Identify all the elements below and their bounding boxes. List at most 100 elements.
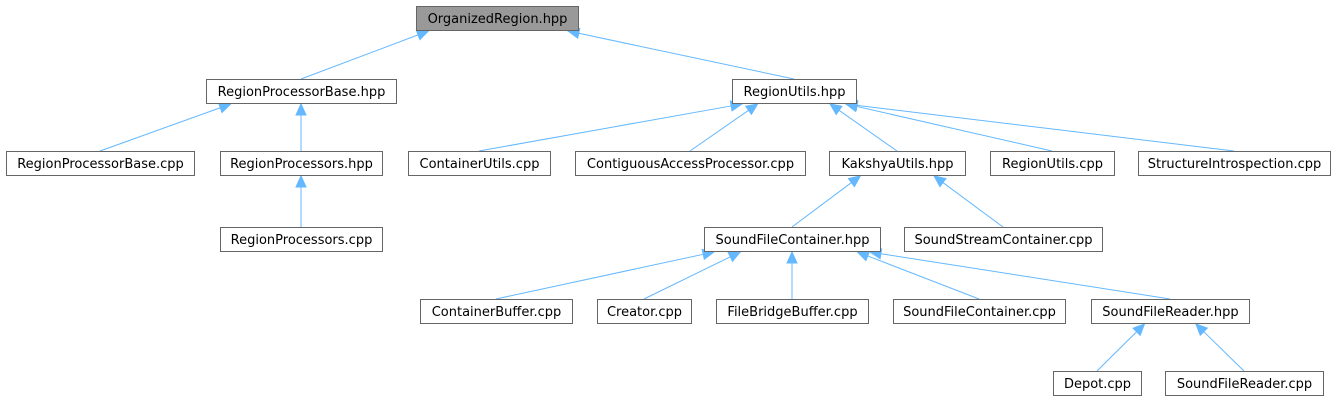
node-contiguousaccessprocessor-cpp[interactable]: ContiguousAccessProcessor.cpp	[575, 151, 806, 176]
node-label: RegionProcessors.hpp	[230, 157, 373, 172]
node-label: Creator.cpp	[607, 305, 682, 320]
node-box	[1165, 371, 1324, 396]
node-label: Depot.cpp	[1064, 377, 1131, 392]
node-box	[416, 6, 579, 31]
edge-arrowhead	[295, 102, 307, 116]
node-box	[716, 299, 869, 324]
include-edge	[643, 251, 742, 300]
node-soundfilecontainer-hpp[interactable]: SoundFileContainer.hpp	[704, 227, 881, 252]
node-soundfilecontainer-cpp[interactable]: SoundFileContainer.cpp	[893, 299, 1066, 324]
node-label: OrganizedRegion.hpp	[428, 12, 568, 27]
node-depot-cpp[interactable]: Depot.cpp	[1053, 371, 1142, 396]
include-edge	[829, 103, 898, 152]
node-kakshyautils-hpp[interactable]: KakshyaUtils.hpp	[829, 151, 966, 176]
include-edge	[786, 250, 798, 299]
include-edge	[933, 175, 1004, 228]
node-label: RegionUtils.cpp	[1002, 157, 1103, 172]
include-edge	[495, 248, 716, 300]
edge-line	[838, 109, 898, 152]
edge-line	[643, 256, 731, 300]
node-box	[904, 227, 1103, 252]
node-organizedregion-hpp[interactable]: OrganizedRegion.hpp	[416, 6, 579, 31]
node-box	[420, 299, 573, 324]
node-box	[575, 151, 806, 176]
edge-line	[578, 32, 795, 80]
edge-line	[856, 105, 1053, 152]
node-regionprocessors-cpp[interactable]: RegionProcessors.cpp	[220, 227, 383, 252]
node-label: ContainerUtils.cpp	[420, 157, 540, 172]
include-edge	[300, 29, 430, 80]
node-soundfilereader-cpp[interactable]: SoundFileReader.cpp	[1165, 371, 1324, 396]
include-edge	[1096, 323, 1146, 372]
include-edge	[1195, 323, 1245, 372]
node-label: RegionProcessors.cpp	[231, 233, 373, 248]
node-box	[990, 151, 1115, 176]
node-box	[408, 151, 551, 176]
node-box	[893, 299, 1066, 324]
edge-arrowhead	[415, 29, 430, 41]
node-box	[206, 79, 397, 104]
node-box	[220, 151, 383, 176]
node-filebridgebuffer-cpp[interactable]: FileBridgeBuffer.cpp	[716, 299, 869, 324]
edge-line	[880, 253, 1171, 300]
edge-line	[1096, 331, 1137, 372]
edge-line	[791, 182, 852, 228]
node-box	[6, 151, 195, 176]
include-edge	[844, 99, 1235, 152]
node-label: RegionProcessorBase.cpp	[17, 157, 184, 172]
node-label: RegionProcessorBase.hpp	[218, 85, 386, 100]
include-edge	[791, 175, 862, 228]
edge-line	[942, 182, 1004, 228]
node-soundfilereader-hpp[interactable]: SoundFileReader.hpp	[1091, 299, 1250, 324]
node-label: StructureIntrospection.cpp	[1148, 157, 1322, 172]
node-regionprocessorbase-hpp[interactable]: RegionProcessorBase.hpp	[206, 79, 397, 104]
node-label: SoundFileContainer.cpp	[903, 305, 1056, 320]
node-containerbuffer-cpp[interactable]: ContainerBuffer.cpp	[420, 299, 573, 324]
node-regionutils-hpp[interactable]: RegionUtils.hpp	[732, 79, 857, 104]
include-edge	[566, 27, 795, 80]
node-creator-cpp[interactable]: Creator.cpp	[597, 299, 692, 324]
node-box	[1138, 151, 1331, 176]
edge-line	[689, 109, 749, 152]
edge-line	[867, 255, 980, 300]
edge-arrowhead	[933, 175, 947, 188]
edge-line	[300, 34, 419, 80]
node-box	[829, 151, 966, 176]
graph-nodes: OrganizedRegion.hpp RegionProcessorBase.…	[6, 6, 1331, 396]
edge-arrowhead	[856, 250, 871, 262]
edge-arrowhead	[217, 102, 232, 114]
node-soundstreamcontainer-cpp[interactable]: SoundStreamContainer.cpp	[904, 227, 1103, 252]
edge-line	[856, 104, 1235, 152]
include-edge	[295, 174, 307, 227]
include-edge	[478, 100, 744, 152]
node-label: SoundStreamContainer.cpp	[914, 233, 1092, 248]
edge-arrowhead	[1195, 323, 1209, 337]
node-label: RegionUtils.hpp	[744, 85, 846, 100]
edge-arrowhead	[744, 103, 759, 116]
node-box	[220, 227, 383, 252]
node-label: FileBridgeBuffer.cpp	[727, 305, 857, 320]
node-label: ContiguousAccessProcessor.cpp	[587, 157, 794, 172]
edge-arrowhead	[1132, 323, 1146, 337]
node-regionutils-cpp[interactable]: RegionUtils.cpp	[990, 151, 1115, 176]
node-label: SoundFileReader.hpp	[1102, 305, 1238, 320]
node-regionprocessors-hpp[interactable]: RegionProcessors.hpp	[220, 151, 383, 176]
edge-arrowhead	[829, 103, 843, 116]
include-edge	[99, 102, 232, 152]
node-regionprocessorbase-cpp[interactable]: RegionProcessorBase.cpp	[6, 151, 195, 176]
edge-arrowhead	[727, 251, 742, 263]
edge-line	[99, 107, 221, 152]
edge-line	[478, 105, 732, 152]
node-label: SoundFileReader.cpp	[1177, 377, 1312, 392]
node-structureintrospection-cpp[interactable]: StructureIntrospection.cpp	[1138, 151, 1331, 176]
node-containerutils-cpp[interactable]: ContainerUtils.cpp	[408, 151, 551, 176]
node-box	[1091, 299, 1250, 324]
edge-line	[1203, 331, 1245, 372]
node-label: KakshyaUtils.hpp	[842, 157, 954, 172]
node-label: SoundFileContainer.hpp	[716, 233, 870, 248]
node-label: ContainerBuffer.cpp	[432, 305, 562, 320]
edge-arrowhead	[295, 174, 307, 188]
node-box	[1053, 371, 1142, 396]
include-edge	[689, 103, 759, 152]
